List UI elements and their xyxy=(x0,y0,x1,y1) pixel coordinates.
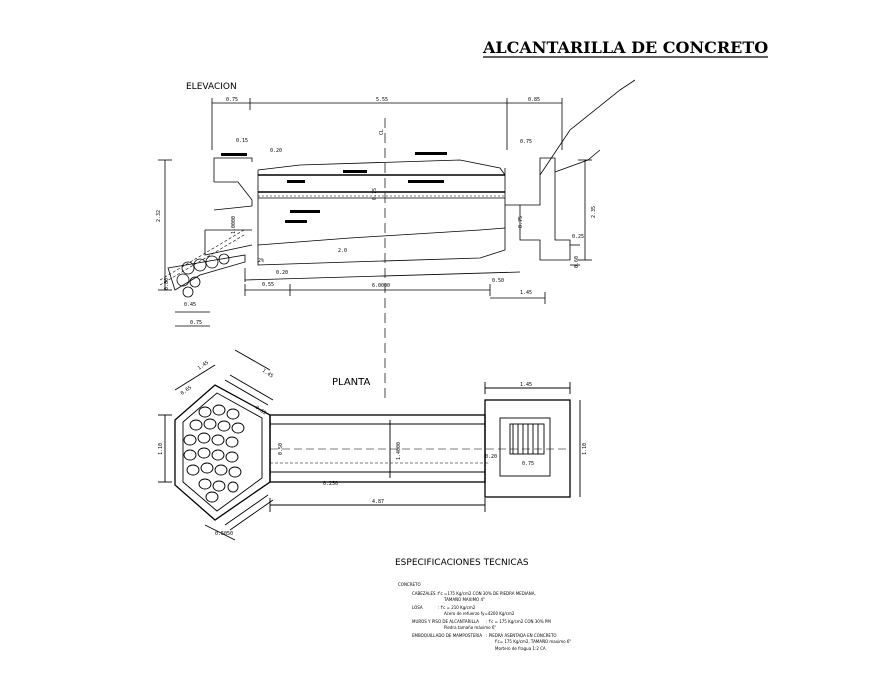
dim-right-step: 0.25 xyxy=(572,234,584,240)
dim-mid-height: 0.75 xyxy=(372,188,378,200)
plan-dim-diag-a: 1.45 xyxy=(197,360,210,372)
elevation-label: ELEVACION xyxy=(186,82,237,92)
dim-top-right: 0.85 xyxy=(528,97,540,103)
dim-bottom-d: 1.45 xyxy=(520,290,532,296)
spec-item-text2: Piedra tamaño máximo 6" xyxy=(444,625,496,630)
riprap-stones xyxy=(183,404,245,503)
plan-dim-barrel-width: 1.4000 xyxy=(396,442,402,460)
dim-left-foot-b: 0.45 xyxy=(184,302,196,308)
dim-bottom-c: 0.50 xyxy=(492,278,504,284)
specs-heading: ESPECIFICACIONES TECNICAS xyxy=(395,558,529,568)
plan-dim-inner-b: 0.20 xyxy=(485,454,497,460)
spec-item-text: : PIEDRA ASENTADA EN CONCRETO xyxy=(486,633,557,638)
dim-top-left: 0.75 xyxy=(226,97,238,103)
drawing-title: ALCANTARILLA DE CONCRETO xyxy=(482,38,768,57)
spec-item-text3: Mortero de fragua 1:2 CA xyxy=(495,646,546,651)
plan-dim-inner-c: 0.75 xyxy=(522,461,534,467)
plan-view xyxy=(158,349,581,541)
spec-item-label: CABEZALES : xyxy=(412,591,438,596)
plan-dim-right-width: 1.10 xyxy=(582,443,588,455)
dim-slope-b: 2% xyxy=(258,258,264,264)
spec-item-label: MUROS Y PISO DE ALCANTARILLA xyxy=(412,619,479,624)
plan-dim-bottom-length: 4.87 xyxy=(372,499,384,505)
dim-small-a: 0.15 xyxy=(236,138,248,144)
dim-small-c: 0.20 xyxy=(270,148,282,154)
plan-dim-bottom-left: 0.5050 xyxy=(215,531,233,537)
plan-dim-diag-d: 0.65 xyxy=(254,405,267,417)
plan-dim-diag-b: 0.65 xyxy=(180,385,193,397)
dim-bottom-a: 0.55 xyxy=(262,282,274,288)
specs-list: CABEZALES : f'c =175 Kg/cm2 CON 30% DE P… xyxy=(412,591,571,651)
elevation-view xyxy=(158,79,636,400)
plan-dim-inner-a: 0.50 xyxy=(278,443,284,455)
specs-subheading: CONCRETO xyxy=(398,582,421,587)
dim-right-inner: 0.75 xyxy=(518,216,524,228)
dim-right-height: 2.35 xyxy=(591,206,597,218)
spec-item-label: LOSA xyxy=(412,605,423,610)
spec-item-text: : f'c = 175 Kg/cm2 CON 30% PM xyxy=(486,619,551,624)
plan-dim-bottom-a: 0.250 xyxy=(323,481,338,487)
centerline-label: CL xyxy=(379,129,385,135)
dim-right-small: 0.60 xyxy=(574,256,580,268)
spec-item-label: EMBOQUILLADO DE MAMPOSTERIA xyxy=(412,633,482,638)
spec-item-text: f'c =175 Kg/cm2 CON 30% DE PIEDRA MEDIAN… xyxy=(438,591,536,596)
plan-dim-diag-c: 1.45 xyxy=(261,368,274,380)
elevation-callouts xyxy=(221,152,447,223)
plan-dim-left-width: 1.10 xyxy=(158,443,164,455)
dim-left-foot-c: 0.75 xyxy=(190,320,202,326)
dim-bottom-b: 0.20 xyxy=(276,270,288,276)
dim-top-mid: 5.55 xyxy=(376,97,388,103)
dim-left-height: 2.32 xyxy=(156,210,162,222)
plan-label: PLANTA xyxy=(332,377,370,388)
spec-item-text2: f'c= 175 Kg/cm2, TAMAÑO maximo 6" xyxy=(495,639,571,644)
plan-dim-top-right: 1.45 xyxy=(520,382,532,388)
spec-item-text2: TAMAÑO MAXIMO 4" xyxy=(443,597,485,602)
dim-slope-a: 2.0 xyxy=(338,248,347,254)
spec-item-text2: Acero de refuerzo fy=4200 Kg/cm2 xyxy=(444,611,515,616)
dim-bottom-main: 6.0000 xyxy=(372,283,390,289)
spec-item-text: : f'c = 210 Kg/cm2 xyxy=(438,605,476,610)
dim-inner-height: 1.0000 xyxy=(231,216,237,234)
dim-left-foot-a: 0.80 xyxy=(164,278,170,290)
dim-small-b: 0.75 xyxy=(520,139,532,145)
